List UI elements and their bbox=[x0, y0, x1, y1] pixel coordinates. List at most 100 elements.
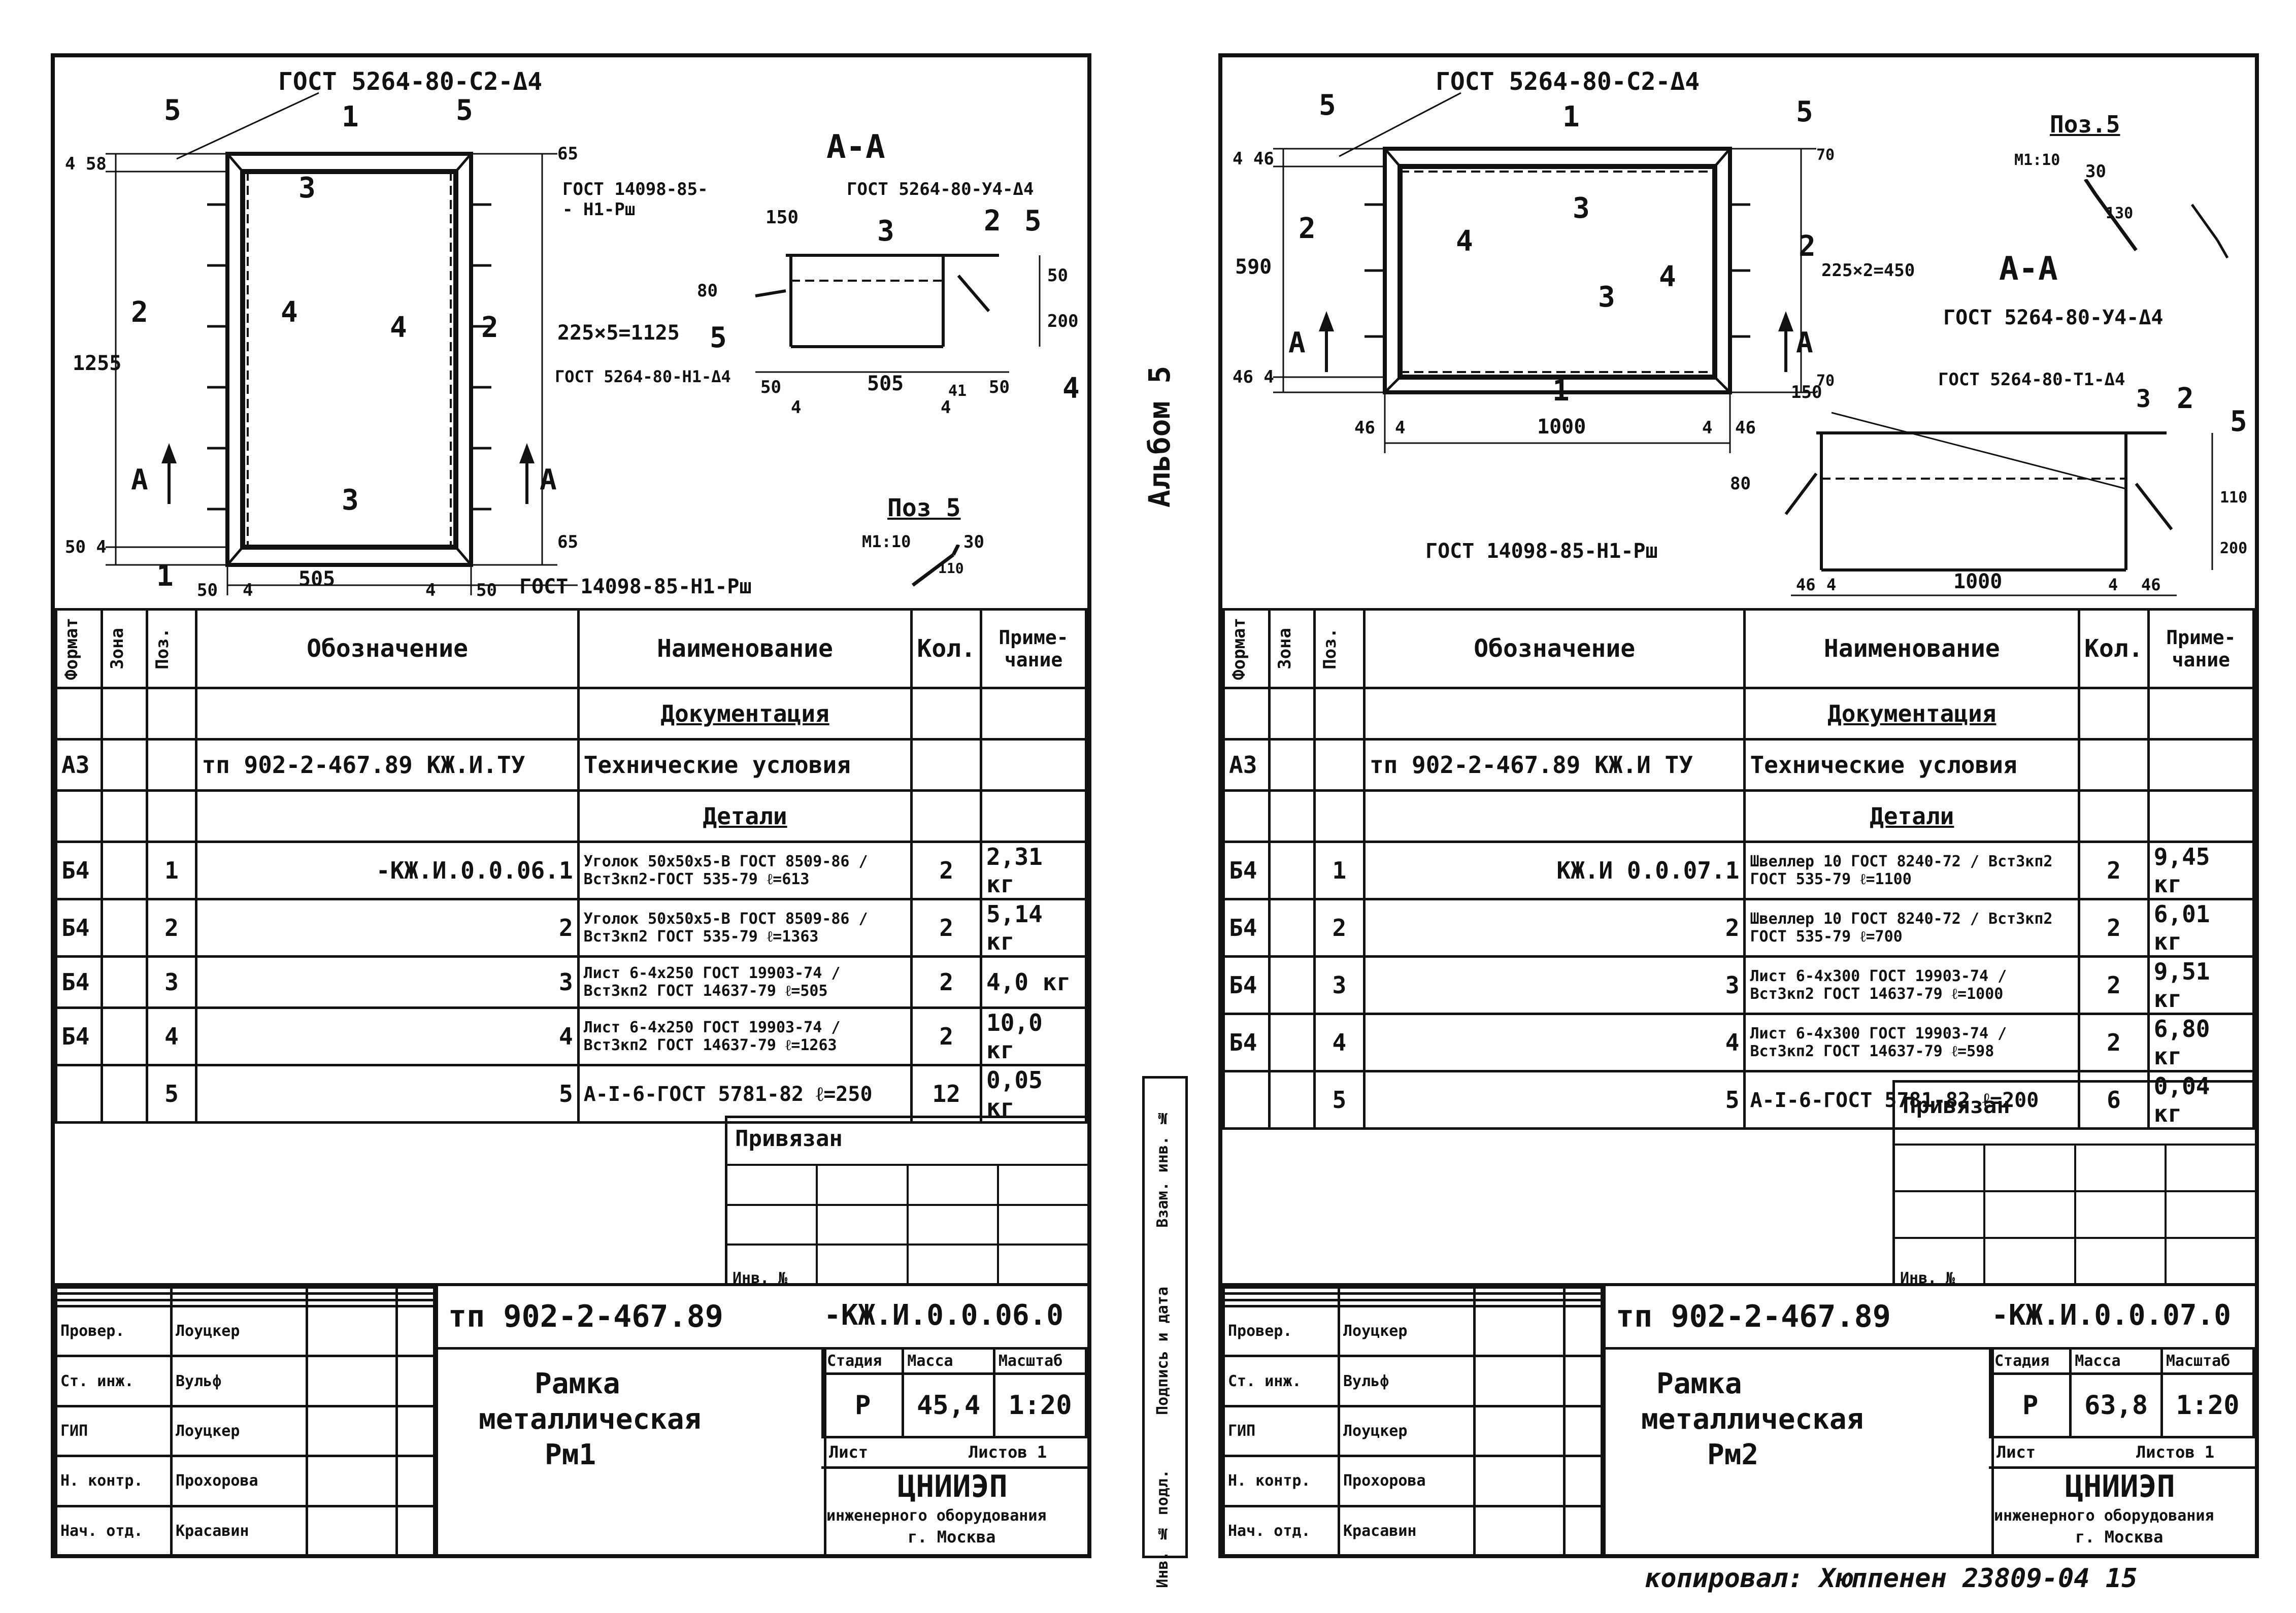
section-label: 46 bbox=[1796, 575, 1816, 594]
section-label: ГОСТ 14098-85- bbox=[562, 179, 708, 199]
section-label: 2 bbox=[2177, 382, 2194, 415]
footer-note: копировал: Хюппенен 23809-04 15 bbox=[1645, 1563, 2138, 1594]
pos-label: 1 bbox=[342, 100, 359, 133]
dim-right: 225×2=450 bbox=[1821, 260, 1915, 281]
pos-label: 1 bbox=[156, 560, 174, 593]
dim-left: 590 bbox=[1235, 255, 1272, 279]
pos5-rod bbox=[911, 545, 960, 587]
sheet-1: ГОСТ 5264-80-С2-Δ4 5 1 5 3 2 4 4 2 3 1 4… bbox=[51, 53, 1091, 1558]
section-label: 5 bbox=[2230, 405, 2247, 438]
frame-title: металлическая bbox=[1641, 1403, 1864, 1436]
dim-bottom: 505 bbox=[298, 567, 336, 591]
drawing-code: тп 902-2-467.89 bbox=[448, 1299, 723, 1334]
col-header: Наименование bbox=[577, 608, 913, 689]
pos-label: 5 bbox=[164, 94, 181, 127]
col-header: Зона bbox=[1268, 608, 1316, 689]
section-label: 150 bbox=[766, 207, 799, 228]
section-title: А-А bbox=[826, 128, 885, 166]
pos5-scale: М1:10 bbox=[862, 532, 911, 551]
side-stamp-cell: Инв. № подл. bbox=[1154, 1469, 1172, 1588]
pos-label: 3 bbox=[1598, 281, 1615, 314]
pos-label: 5 bbox=[456, 94, 473, 127]
dim-left: 50 4 bbox=[65, 537, 107, 557]
section-heading: Детали bbox=[577, 789, 913, 843]
frame-drawing-rm2 bbox=[1273, 92, 2229, 596]
section-label: 110 bbox=[2220, 489, 2248, 507]
sheets-count: Листов 1 bbox=[969, 1442, 1047, 1462]
sheet-label: Лист bbox=[1996, 1442, 2036, 1462]
sheets-count: Листов 1 bbox=[2136, 1442, 2215, 1462]
pos-label: 3 bbox=[342, 484, 359, 517]
section-mark: А bbox=[540, 463, 557, 496]
pos-label: 1 bbox=[1562, 100, 1580, 133]
section-label: 5 bbox=[710, 321, 727, 354]
section-label: ГОСТ 5264-80-Т1-Δ4 bbox=[1938, 369, 2125, 390]
dim-bottom: 4 bbox=[1702, 418, 1713, 438]
signature-row: Нач. отд.Красавин bbox=[1222, 1504, 1603, 1558]
col-header: Поз. bbox=[1313, 608, 1366, 689]
frame-title: Рм1 bbox=[545, 1438, 596, 1471]
section-mark: А bbox=[1796, 326, 1813, 359]
dim-bottom: 4 bbox=[425, 580, 436, 600]
col-header: Кол. bbox=[910, 608, 983, 689]
section-heading: Документация bbox=[577, 687, 913, 741]
col-header: Обозначение bbox=[1362, 608, 1746, 689]
pos-label: 2 bbox=[131, 296, 148, 329]
dim-left: 1255 bbox=[73, 352, 122, 375]
org-name: инженерного оборудования bbox=[826, 1507, 1047, 1525]
sheet-code: -КЖ.И.0.0.07.0 bbox=[1991, 1299, 2232, 1332]
pos-label: 2 bbox=[1799, 230, 1816, 263]
dim-right: 70 bbox=[1816, 372, 1835, 390]
col-header: Приме-чание bbox=[2147, 608, 2255, 689]
dim-left: 46 4 bbox=[1233, 367, 1274, 387]
section-label: 2 bbox=[984, 205, 1001, 238]
section-label: ГОСТ 5264-80-У4-Δ4 bbox=[847, 179, 1034, 199]
pos-label: 2 bbox=[481, 311, 498, 344]
section-label: 41 bbox=[948, 382, 967, 400]
pos-label: 4 bbox=[281, 296, 298, 329]
org-city: г. Москва bbox=[2075, 1527, 2164, 1547]
sheet-2: ГОСТ 5264-80-С2-Δ4 5 1 5 3 2 4 4 2 3 1 4… bbox=[1218, 53, 2259, 1558]
section-label: 4 bbox=[941, 397, 951, 418]
dim-right: 65 bbox=[557, 144, 578, 164]
section-label: 1000 bbox=[1953, 570, 2003, 593]
section-label: 50 bbox=[1047, 265, 1068, 286]
col-header: Зона bbox=[100, 608, 148, 689]
frame-drawing-rm1 bbox=[106, 92, 1041, 595]
col-header: Кол. bbox=[2078, 608, 2150, 689]
section-label: 4 bbox=[791, 397, 802, 418]
weld-label-top: ГОСТ 5264-80-С2-Δ4 bbox=[278, 68, 543, 96]
col-header: Обозначение bbox=[195, 608, 580, 689]
section-title: А-А bbox=[1999, 250, 2058, 288]
signature-row: Провер.Лоуцкер bbox=[1222, 1304, 1603, 1358]
sheet-code: -КЖ.И.0.0.06.0 bbox=[824, 1299, 1064, 1332]
section-label: 505 bbox=[867, 372, 904, 395]
pos-label: 4 bbox=[1659, 260, 1676, 293]
side-stamp-cell: Подпись и дата bbox=[1154, 1287, 1172, 1415]
signature-row: Провер.Лоуцкер bbox=[55, 1304, 436, 1358]
org-name: ЦНИИЭП bbox=[2065, 1469, 2175, 1504]
col-header: Поз. bbox=[145, 608, 198, 689]
section-label: 3 bbox=[2136, 385, 2151, 413]
pos-label: 4 bbox=[1456, 225, 1473, 258]
dim-bottom: 1000 bbox=[1537, 415, 1586, 439]
org-name: инженерного оборудования bbox=[1994, 1507, 2214, 1525]
section-label: 46 bbox=[2141, 575, 2161, 594]
section-label: 4 bbox=[1062, 372, 1080, 405]
dim-left: 4 58 bbox=[65, 154, 107, 174]
album-label: Альбом 5 bbox=[1142, 365, 1177, 508]
pos-label: 5 bbox=[1796, 95, 1813, 128]
section-label: 3 bbox=[877, 215, 894, 248]
frame-title: Рамка bbox=[1656, 1367, 1742, 1400]
bound-block: Привязан Инв. № bbox=[725, 1116, 1090, 1287]
